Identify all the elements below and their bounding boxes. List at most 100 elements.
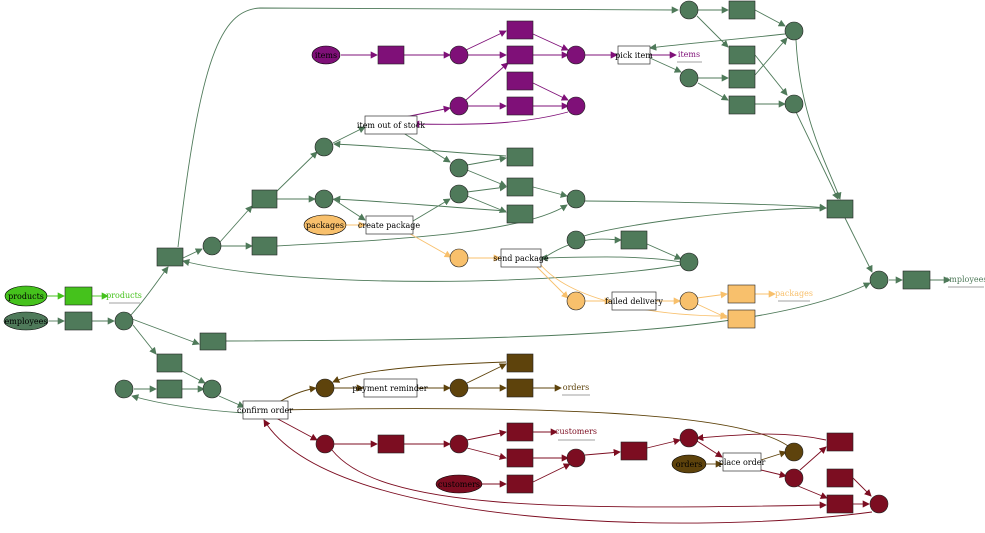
activity-pick-item-label: pick item [615, 51, 653, 60]
sink-employees: employees [945, 275, 985, 288]
place [315, 434, 335, 454]
source-places: items products employees packages orders… [3, 45, 707, 494]
place [566, 291, 586, 311]
silent-transition [728, 0, 756, 20]
activity-create-package-label: create package [358, 221, 420, 230]
silent-transition [506, 204, 534, 224]
place [566, 189, 586, 209]
source-orders: orders [671, 454, 707, 474]
sink-items-label: items [678, 50, 700, 59]
source-orders-label: orders [676, 460, 702, 469]
silent-transition [728, 45, 756, 65]
sink-items: items [677, 50, 702, 63]
silent-transition [506, 20, 534, 40]
silent-transition [64, 311, 93, 331]
source-customers: customers [435, 474, 483, 494]
activity-failed-delivery-label: failed delivery [605, 297, 663, 306]
place [869, 270, 889, 290]
silent-transition [620, 441, 648, 461]
place [114, 379, 134, 399]
place [202, 236, 222, 256]
place [784, 442, 804, 462]
activity-pick-item[interactable]: pick item [615, 45, 653, 65]
activity-place-order[interactable]: place order [719, 452, 766, 472]
place [314, 189, 334, 209]
activity-confirm-order[interactable]: confirm order [237, 400, 293, 420]
place [566, 448, 586, 468]
silent-transition [506, 378, 534, 398]
silent-transition [506, 177, 534, 197]
place [449, 45, 469, 65]
silent-transition [506, 448, 534, 468]
place [449, 378, 469, 398]
silent-transition [251, 189, 278, 209]
place [784, 468, 804, 488]
silent-transition [727, 309, 756, 329]
place [679, 428, 699, 448]
activity-item-out-of-stock-label: item out of stock [357, 121, 425, 130]
place [784, 94, 804, 114]
source-packages: packages [303, 214, 347, 236]
silent-transition [826, 468, 854, 488]
source-packages-label: packages [306, 221, 344, 230]
silent-transitions [64, 0, 931, 514]
silent-transition [506, 474, 534, 494]
silent-transition [727, 284, 756, 304]
activity-send-package[interactable]: send package [493, 248, 549, 268]
place [449, 158, 469, 178]
place [784, 21, 804, 41]
place [566, 96, 586, 116]
activity-confirm-order-label: confirm order [237, 406, 293, 415]
activity-payment-reminder-label: payment reminder [352, 384, 427, 393]
silent-transition [826, 494, 854, 514]
place [449, 248, 469, 268]
place [314, 137, 334, 157]
silent-transition [506, 96, 534, 116]
arcs [47, 6, 951, 524]
sink-packages: packages [775, 289, 813, 302]
sink-customers-label: customers [555, 427, 597, 436]
activity-item-out-of-stock[interactable]: item out of stock [357, 115, 425, 135]
sink-customers: customers [555, 427, 597, 441]
silent-transition [506, 71, 534, 91]
activity-payment-reminder[interactable]: payment reminder [352, 378, 428, 398]
silent-transition [506, 353, 534, 373]
place [114, 311, 134, 331]
activity-place-order-label: place order [719, 458, 766, 467]
source-employees-label: employees [5, 317, 48, 326]
silent-transition [902, 270, 931, 290]
sink-employees-label: employees [945, 275, 985, 284]
source-items-label: items [315, 51, 337, 60]
activity-failed-delivery[interactable]: failed delivery [605, 291, 663, 311]
silent-transition [156, 247, 184, 267]
sink-orders-label: orders [563, 383, 589, 392]
silent-transition [506, 45, 534, 65]
activity-transitions: pick item item out of stock create packa… [237, 45, 766, 472]
activity-create-package[interactable]: create package [358, 215, 420, 235]
place [679, 252, 699, 272]
place [679, 0, 699, 20]
place [449, 184, 469, 204]
sink-packages-label: packages [775, 289, 813, 298]
silent-transition [620, 230, 648, 250]
place [449, 96, 469, 116]
places [114, 0, 889, 514]
silent-transition [199, 332, 227, 351]
place [869, 494, 889, 514]
place [566, 230, 586, 250]
place [566, 45, 586, 65]
sink-places: items products packages employees orders… [106, 50, 985, 441]
silent-transition [506, 147, 534, 167]
silent-transition [156, 353, 183, 373]
silent-transition [251, 236, 278, 256]
source-items: items [311, 45, 341, 65]
silent-transition [728, 95, 756, 115]
sink-products: products [106, 291, 142, 304]
source-employees: employees [3, 311, 49, 331]
place [202, 379, 222, 399]
place [315, 378, 335, 398]
place [449, 434, 469, 454]
silent-transition [377, 45, 405, 65]
